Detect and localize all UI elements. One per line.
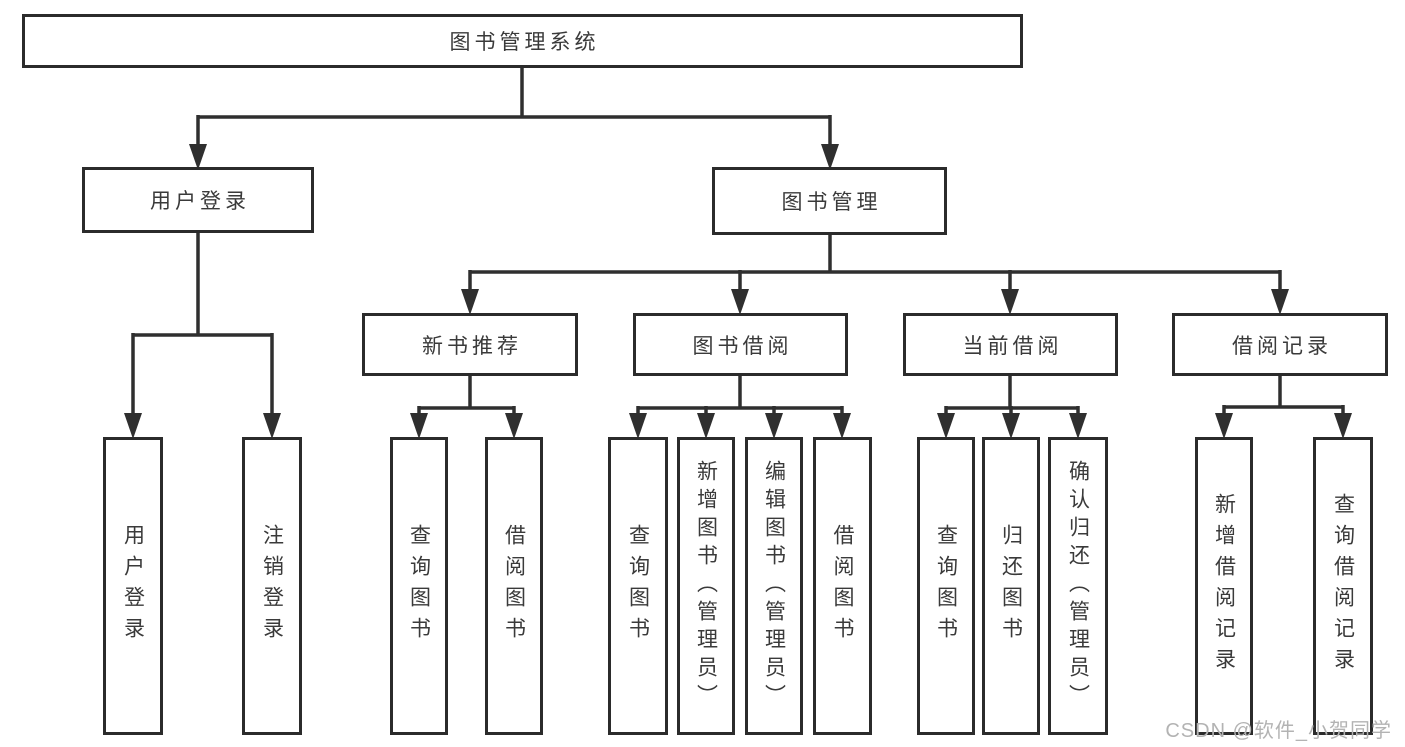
leaf-bb-borrow-book: 借阅图书 [813,437,872,735]
leaf-cb-return-book-label: 归还图书 [999,524,1023,648]
leaf-bb-edit-book-admin-label: 编辑图书（管理员） [762,460,786,712]
leaf-user-login-label: 用户登录 [121,524,145,648]
leaf-cb-confirm-return-admin: 确认归还（管理员） [1048,437,1108,735]
csdn-watermark: CSDN @软件_小贺同学 [1165,720,1392,742]
leaf-cb-query-book: 查询图书 [917,437,975,735]
leaf-bb-query-book: 查询图书 [608,437,668,735]
leaf-bb-add-book-admin: 新增图书（管理员） [677,437,735,735]
node-current-borrow: 当前借阅 [903,313,1118,376]
leaf-logout: 注销登录 [242,437,302,735]
leaf-bb-borrow-book-label: 借阅图书 [831,524,854,648]
node-book-borrow: 图书借阅 [633,313,848,376]
node-borrow-record-label: 借阅记录 [1232,334,1332,358]
leaf-rec-borrow-book: 借阅图书 [485,437,543,735]
leaf-br-add-record-label: 新增借阅记录 [1212,493,1236,679]
node-user-login: 用户登录 [82,167,314,233]
leaf-bb-edit-book-admin: 编辑图书（管理员） [745,437,803,735]
node-current-borrow-label: 当前借阅 [962,334,1063,358]
node-book-borrow-label: 图书借阅 [692,334,793,358]
leaf-cb-query-book-label: 查询图书 [934,524,958,648]
leaf-logout-label: 注销登录 [260,524,284,648]
node-user-login-label: 用户登录 [150,190,250,213]
leaf-user-login: 用户登录 [103,437,163,735]
leaf-br-query-record: 查询借阅记录 [1313,437,1373,735]
leaf-bb-add-book-admin-label: 新增图书（管理员） [694,460,718,712]
leaf-bb-query-book-label: 查询图书 [626,524,650,648]
leaf-br-add-record: 新增借阅记录 [1195,437,1253,735]
node-root: 图书管理系统 [22,14,1023,68]
node-root-label: 图书管理系统 [449,31,600,54]
node-borrow-record: 借阅记录 [1172,313,1388,376]
leaf-cb-confirm-return-admin-label: 确认归还（管理员） [1066,460,1090,712]
leaf-rec-borrow-book-label: 借阅图书 [502,524,526,648]
node-book-management-label: 图书管理 [781,191,882,214]
leaf-br-query-record-label: 查询借阅记录 [1331,493,1355,679]
leaf-rec-query-book: 查询图书 [390,437,448,735]
node-new-book-recommend: 新书推荐 [362,313,578,376]
node-new-book-recommend-label: 新书推荐 [422,334,522,358]
leaf-rec-query-book-label: 查询图书 [407,524,431,648]
node-book-management: 图书管理 [712,167,947,235]
leaf-cb-return-book: 归还图书 [982,437,1040,735]
